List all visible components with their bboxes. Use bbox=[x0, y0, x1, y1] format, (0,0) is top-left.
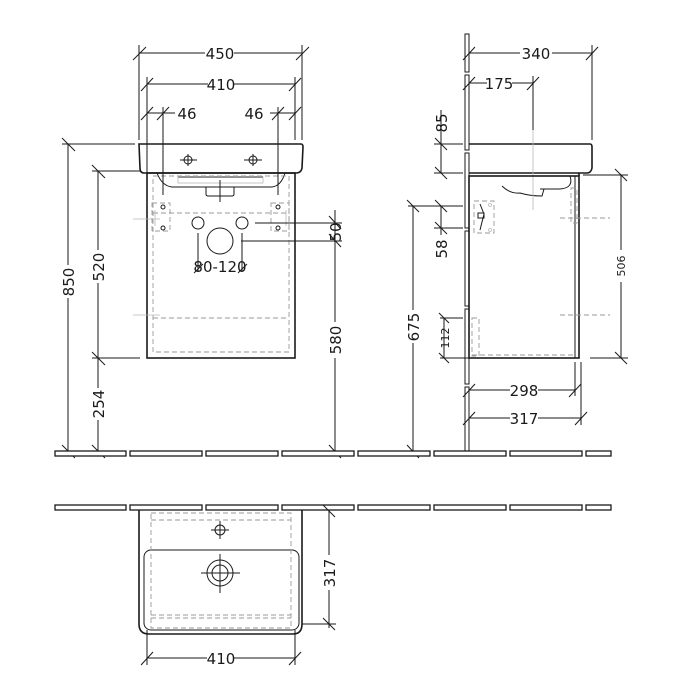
top-tap-hole-icon bbox=[211, 521, 229, 539]
svg-text:580: 580 bbox=[327, 326, 345, 355]
svg-text:506: 506 bbox=[615, 256, 628, 277]
svg-text:450: 450 bbox=[206, 45, 235, 63]
top-view: 317 410 bbox=[138, 504, 339, 668]
svg-text:520: 520 bbox=[90, 253, 108, 282]
svg-text:850: 850 bbox=[60, 268, 78, 297]
wall-bracket-left-icon bbox=[151, 202, 171, 232]
svg-text:175: 175 bbox=[485, 75, 514, 93]
side-view: 340 175 85 58 bbox=[405, 33, 628, 459]
svg-text:46: 46 bbox=[244, 105, 263, 123]
svg-text:298: 298 bbox=[510, 382, 539, 400]
floor-line-lower bbox=[54, 504, 612, 511]
side-basin-outline bbox=[469, 143, 593, 176]
drain-hole-icon bbox=[206, 227, 234, 255]
dim-basin-thickness: 85 bbox=[433, 110, 463, 180]
svg-text:80-120: 80-120 bbox=[193, 258, 246, 276]
dim-drain-range: 80-120 bbox=[193, 233, 248, 276]
dim-basin-width: 450 bbox=[132, 45, 310, 140]
dim-tap-center: 175 bbox=[462, 75, 540, 130]
dim-cabinet-height-side: 506 bbox=[583, 168, 628, 365]
tap-hole-left-icon bbox=[180, 154, 197, 166]
svg-text:675: 675 bbox=[405, 313, 423, 342]
dim-cabinet-width: 410 bbox=[140, 76, 302, 190]
dim-top-width: 410 bbox=[140, 630, 302, 668]
dim-top-depth: 317 bbox=[302, 504, 339, 631]
front-cabinet-outline bbox=[146, 172, 296, 359]
svg-text:317: 317 bbox=[321, 559, 339, 588]
water-inlet-right-icon bbox=[235, 216, 249, 230]
svg-text:112: 112 bbox=[439, 328, 452, 349]
dim-cabinet-height: 520 bbox=[90, 164, 140, 388]
side-bracket-icon bbox=[473, 200, 495, 234]
svg-text:254: 254 bbox=[90, 390, 108, 419]
tap-hole-right-icon bbox=[244, 154, 262, 166]
svg-text:58: 58 bbox=[433, 239, 451, 258]
wall-bracket-right-icon bbox=[270, 202, 290, 232]
svg-text:317: 317 bbox=[510, 410, 539, 428]
svg-text:50: 50 bbox=[327, 222, 345, 241]
dim-cabinet-bottom-gap: 112 bbox=[438, 312, 469, 364]
water-inlet-left-icon bbox=[191, 216, 205, 230]
top-drain-icon bbox=[201, 554, 240, 593]
dim-floor-to-cabinet: 254 bbox=[90, 390, 108, 459]
floor-line-upper bbox=[54, 450, 612, 457]
svg-text:410: 410 bbox=[207, 76, 236, 94]
svg-text:340: 340 bbox=[522, 45, 551, 63]
front-basin-outline bbox=[138, 143, 304, 174]
dim-total-height: 850 bbox=[60, 137, 135, 459]
dim-cabinet-depth: 298 bbox=[462, 362, 582, 400]
dim-overall-depth: 317 bbox=[462, 362, 588, 428]
dim-drain-offset: 50 bbox=[241, 210, 345, 250]
front-basin-bowl bbox=[156, 172, 286, 188]
wall bbox=[464, 33, 470, 453]
svg-text:410: 410 bbox=[207, 650, 236, 668]
top-basin-outline bbox=[138, 510, 303, 635]
dim-tap-offsets: 46 46 bbox=[140, 105, 302, 195]
front-view: 450 410 46 46 bbox=[60, 45, 345, 459]
dim-bracket-height: 58 bbox=[408, 199, 463, 259]
svg-text:85: 85 bbox=[433, 113, 451, 132]
dim-bracket-floor: 675 bbox=[405, 199, 423, 459]
dim-drain-height: 580 bbox=[327, 250, 345, 459]
dim-basin-depth: 340 bbox=[462, 45, 599, 140]
svg-text:46: 46 bbox=[177, 105, 196, 123]
side-cabinet-outline bbox=[468, 175, 580, 359]
